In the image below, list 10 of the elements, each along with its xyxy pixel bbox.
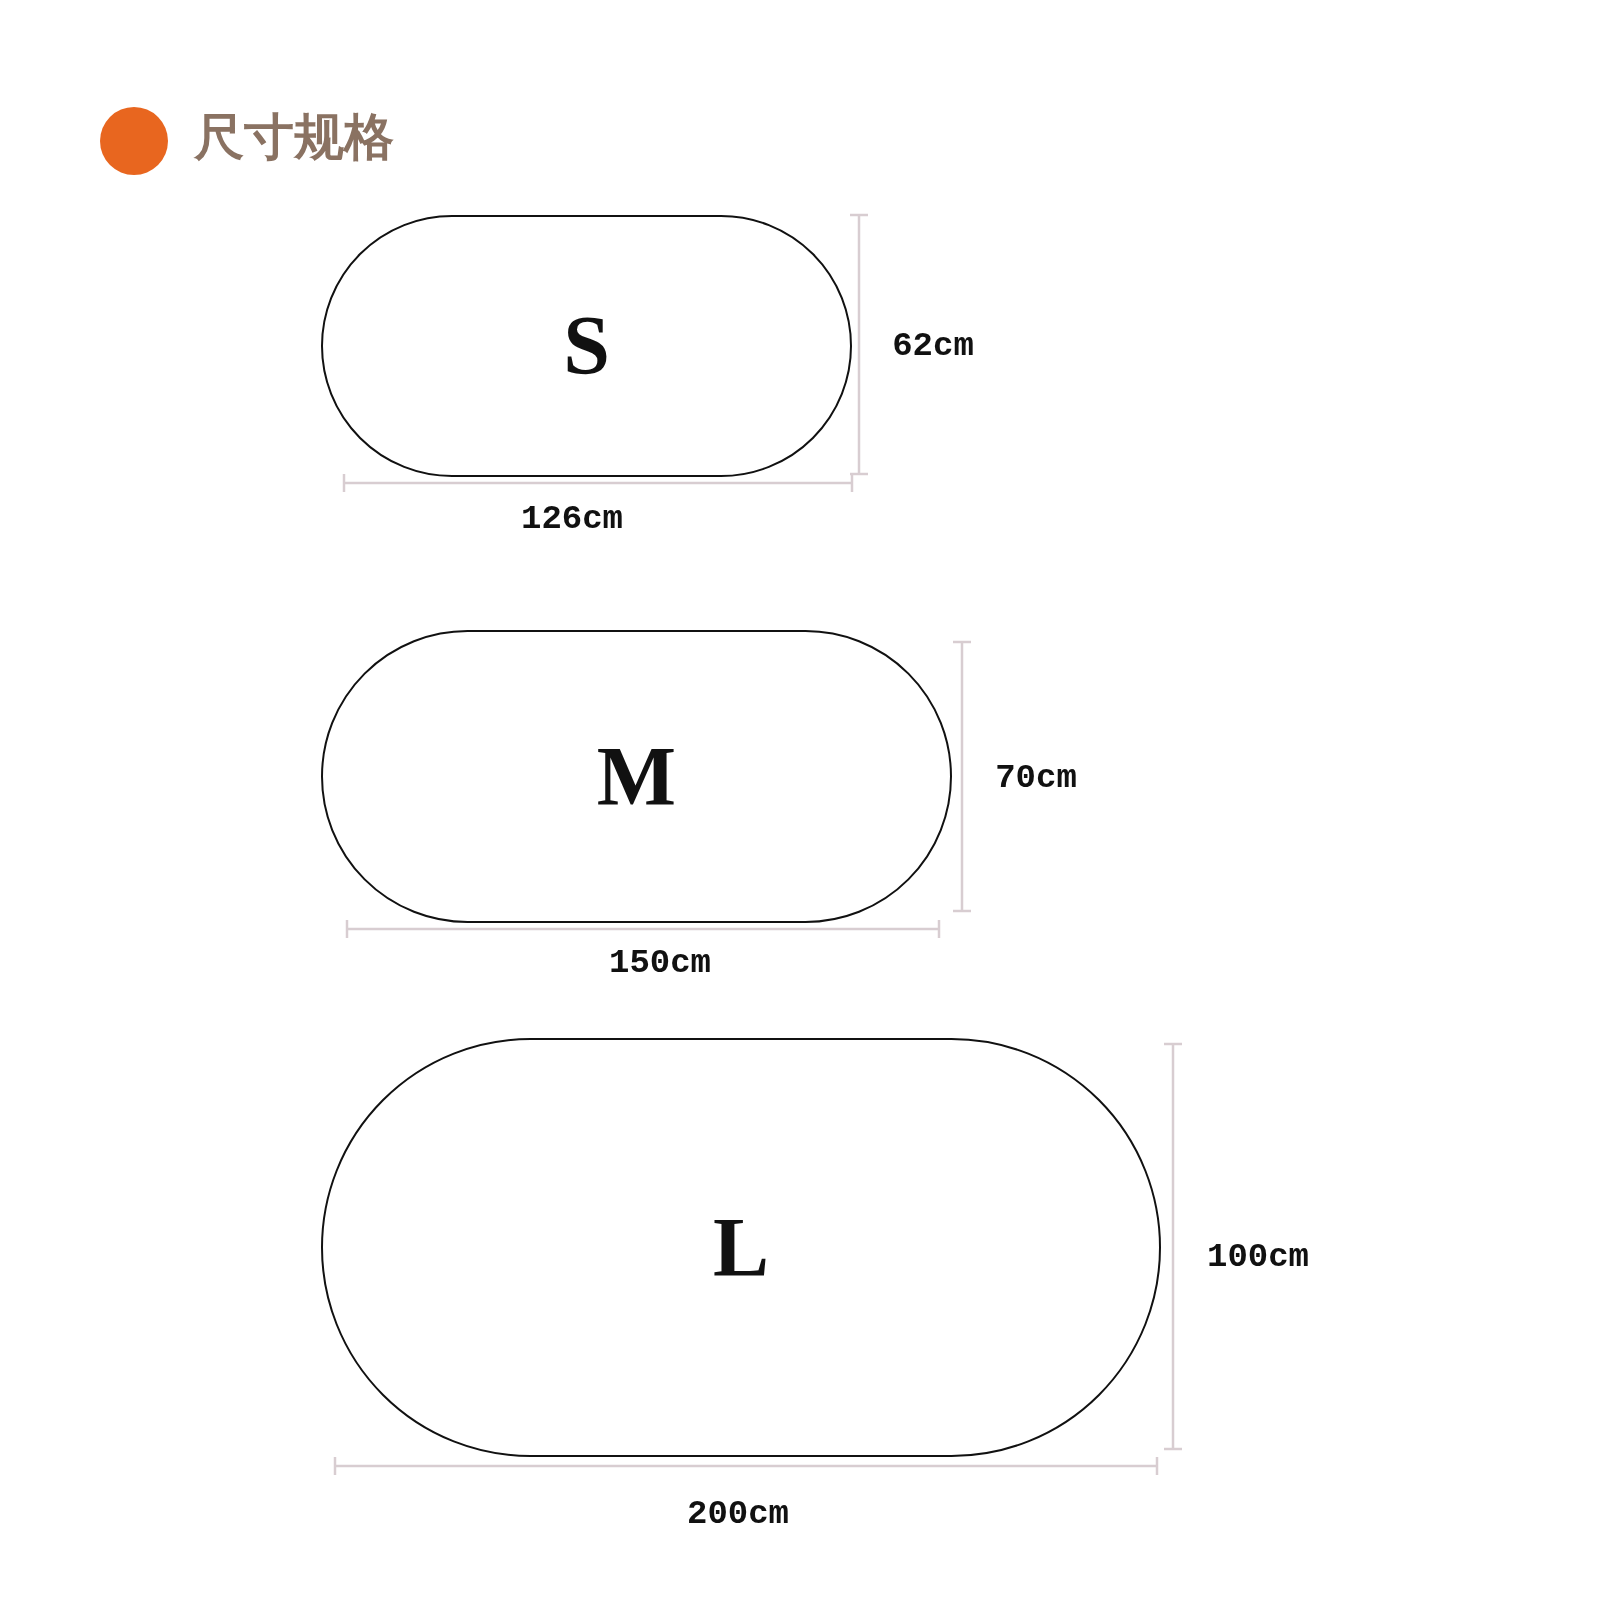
heading: 尺寸规格 (194, 112, 394, 162)
dimension-label: 62cm (892, 329, 974, 363)
dimension-label: 200cm (687, 1497, 789, 1531)
size-letter: M (596, 734, 677, 819)
dimension-label: 100cm (1207, 1240, 1309, 1274)
size-letter: L (713, 1205, 769, 1290)
dimension-label: 150cm (609, 946, 711, 980)
size-letter: S (563, 304, 610, 388)
dimension-label: 126cm (521, 502, 623, 536)
dimension-label: 70cm (995, 761, 1077, 795)
